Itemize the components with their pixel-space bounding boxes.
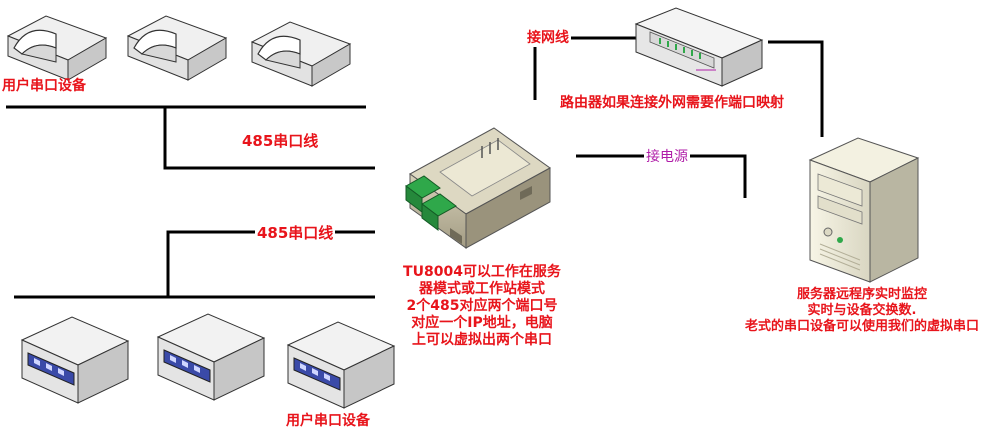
user-serial-device [156, 313, 266, 401]
user-serial-device [126, 15, 228, 81]
server-description: 服务器远程序实时监控 实时与设备交换数. 老式的串口设备可以使用我们的虚拟串口 [726, 287, 998, 335]
label-user-serial-devices-bottom: 用户串口设备 [286, 413, 370, 429]
device-description-line: TU8004可以工作在服务 [403, 264, 561, 280]
top-user-devices [6, 15, 352, 87]
upper-rs485-cable [163, 107, 375, 170]
label-connect-power: 接电源 [644, 146, 690, 166]
label-user-serial-devices-top: 用户串口设备 [2, 78, 86, 94]
device-description-line: 器模式或工作站模式 [419, 281, 545, 297]
label-router-port-mapping: 路由器如果连接外网需要作端口映射 [560, 95, 784, 111]
user-serial-device [286, 321, 396, 409]
router-server-cable [768, 40, 824, 137]
router [634, 7, 764, 87]
server-description-line: 实时与设备交换数. [807, 303, 917, 318]
rs485-terminal-block [405, 175, 457, 231]
serial-device-server [405, 127, 551, 249]
device-description: TU8004可以工作在服务 器模式或工作站模式 2个485对应两个端口号 对应一… [382, 264, 582, 349]
label-rs485-line-lower: 485串口线 [255, 222, 336, 243]
server-description-line: 服务器远程序实时监控 [796, 287, 927, 302]
network-cable [533, 36, 638, 100]
server-description-line: 老式的串口设备可以使用我们的虚拟串口 [744, 319, 979, 334]
power-cable [576, 154, 747, 198]
label-rs485-line-upper: 485串口线 [242, 132, 319, 150]
label-connect-network: 接网线 [525, 27, 571, 47]
device-description-line: 对应一个IP地址，电脑 [411, 315, 553, 331]
server [808, 137, 920, 283]
user-serial-device [250, 21, 352, 87]
device-description-line: 上可以虚拟出两个串口 [412, 332, 552, 348]
user-serial-device [6, 15, 108, 81]
bottom-user-devices [20, 313, 396, 409]
device-description-line: 2个485对应两个端口号 [406, 298, 558, 314]
user-serial-device [20, 316, 130, 404]
